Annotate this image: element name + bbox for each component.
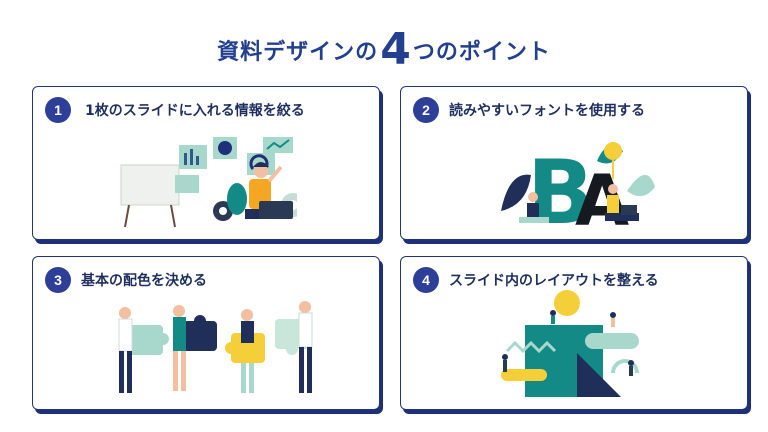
point-label: 基本の配色を決める — [81, 273, 207, 289]
point-number-badge: 3 — [45, 267, 71, 293]
point-label: 読みやすいフォントを使用する — [449, 103, 645, 119]
font-letters-illustration: B A — [501, 141, 655, 235]
point-label: 1枚のスライドに入れる情報を絞る — [85, 103, 305, 119]
point-number-badge: 1 — [45, 97, 71, 123]
layout-shapes-illustration — [501, 290, 639, 397]
point-card-2: 2 読みやすいフォントを使用する B A — [400, 86, 748, 240]
point-card-3: 3 基本の配色を決める — [32, 256, 380, 410]
puzzle-team-illustration — [118, 301, 313, 393]
page-title: 資料デザインの4つのポイント — [0, 28, 768, 72]
title-prefix: 資料デザインの — [217, 40, 379, 65]
point-card-1: 1 1枚のスライドに入れる情報を絞る — [32, 86, 380, 240]
point-number-badge: 4 — [413, 267, 439, 293]
point-number-badge: 2 — [413, 97, 439, 123]
point-label: スライド内のレイアウトを整える — [449, 273, 659, 289]
presentation-illustration — [120, 137, 297, 228]
title-suffix: つのポイント — [412, 40, 551, 65]
point-card-4: 4 スライド内のレイアウトを整える — [400, 256, 748, 410]
letter-a: A — [575, 160, 629, 235]
title-number: 4 — [380, 24, 411, 75]
